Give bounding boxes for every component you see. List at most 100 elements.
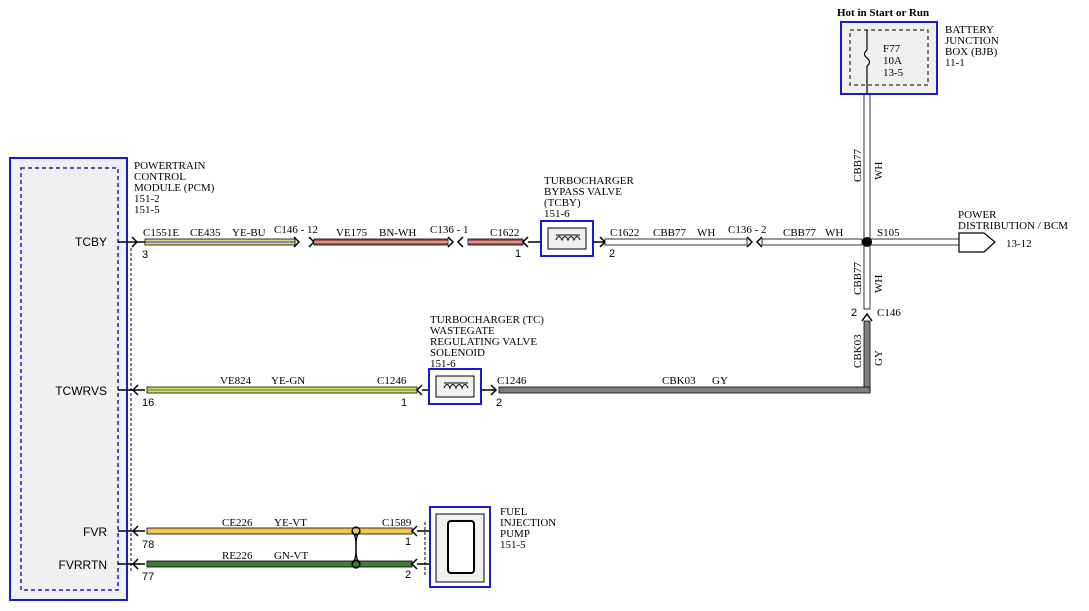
wire-cbk03-h-color: GY <box>712 375 728 387</box>
fuel-pump-name-1: FUEL <box>500 506 528 518</box>
power-dist-name-1: POWER <box>958 209 997 221</box>
tcby-name-3: (TCBY) <box>544 197 581 209</box>
tc-name-3: REGULATING VALVE <box>430 336 537 348</box>
pcm-name-2: CONTROL <box>134 171 186 183</box>
wire-ce435 <box>144 238 296 246</box>
pcm-pin-16: 16 <box>142 397 154 409</box>
connector-arrow-c146-12-a <box>293 236 301 248</box>
pcm-pin-3: 3 <box>142 249 148 261</box>
wire-ve824-circuit: VE824 <box>220 375 252 387</box>
tc-wastegate-solenoid <box>428 368 482 405</box>
wire-cbb77-down <box>863 243 871 310</box>
connector-c1246-left-pin: 1 <box>401 397 407 409</box>
pcm-module <box>9 157 132 601</box>
bjb-module <box>840 21 938 95</box>
pcm-ref-2: 151-5 <box>134 204 160 216</box>
connector-c1622-left-pin: 1 <box>515 248 521 260</box>
connector-c146-pin: 2 <box>851 307 857 319</box>
connector-arrow-c1551e <box>131 236 139 248</box>
fuel-pump-name-3: PUMP <box>500 528 530 540</box>
twisted-pair-symbol <box>351 526 361 569</box>
pcm-pin-77: 77 <box>142 571 154 583</box>
pcm-pin-tcby-label: TCBY <box>75 235 107 249</box>
tc-name-1: TURBOCHARGER (TC) <box>430 314 544 326</box>
pcm-name-1: POWERTRAIN <box>134 160 206 172</box>
wire-cbb77-a <box>604 238 748 246</box>
fuel-pump-name-2: INJECTION <box>500 517 556 529</box>
splice-s105-dot <box>862 237 872 247</box>
hot-in-start-or-run: Hot in Start or Run <box>837 7 929 19</box>
connector-c1246-left: C1246 <box>377 375 407 387</box>
connector-c1622-right-pin: 2 <box>609 248 615 260</box>
pcm-ref-1: 151-2 <box>134 193 160 205</box>
wire-ce226-color: YE-VT <box>274 517 307 529</box>
wire-ve175 <box>313 238 449 246</box>
tcby-name-2: BYPASS VALVE <box>544 186 622 198</box>
bjb-name-3: BOX (BJB) <box>945 46 998 58</box>
fuse-icon <box>863 49 871 67</box>
fuse-f77-rating: 10A <box>883 55 902 67</box>
connector-c1589-pin2: 2 <box>405 569 411 581</box>
tc-name-4: SOLENOID <box>430 347 485 359</box>
connector-c1551e: C1551E <box>143 227 179 239</box>
wire-cbb77-b <box>761 238 863 246</box>
wire-ve824 <box>146 386 418 394</box>
wire-re226-color: GN-VT <box>274 550 308 562</box>
wire-cbb77-b-circuit: CBB77 <box>783 227 817 239</box>
connector-c1622-left: C1622 <box>490 227 519 239</box>
connector-c1622-right: C1622 <box>610 227 639 239</box>
power-distribution-connector <box>958 232 996 253</box>
wire-cbb77-down-color: WH <box>873 275 885 293</box>
pcm-pin-78: 78 <box>142 539 154 551</box>
tc-name-2: WASTEGATE <box>430 325 495 337</box>
power-dist-name-2: DISTRIBUTION / BCM <box>958 220 1068 232</box>
wire-ce226-circuit: CE226 <box>222 517 253 529</box>
wire-c1622-stub <box>467 238 524 246</box>
bjb-name-2: JUNCTION <box>945 35 999 47</box>
wire-cbk03-v-circuit: CBK03 <box>852 334 864 368</box>
wire-ce435-color: YE-BU <box>232 227 266 239</box>
wire-re226-circuit: RE226 <box>222 550 253 562</box>
fuse-f77-ref: 13-5 <box>883 67 904 79</box>
wire-cbb77-down-circuit: CBB77 <box>852 261 864 295</box>
tcby-ref: 151-6 <box>544 208 570 220</box>
pcm-pin-tcwrvs-label: TCWRVS <box>55 384 107 398</box>
connector-arrow-c146-12-b <box>308 236 316 248</box>
wire-cbb77-up <box>863 89 871 241</box>
wire-cbb77-up-color: WH <box>873 162 885 180</box>
pcm-pin-fvrrtn-label: FVRRTN <box>59 558 107 572</box>
pcm-pin-fvr-label: FVR <box>83 525 107 539</box>
connector-c1246-right: C1246 <box>497 375 527 387</box>
tcby-name-1: TURBOCHARGER <box>544 175 635 187</box>
bjb-name-1: BATTERY <box>945 24 994 36</box>
fuse-f77: F77 <box>883 43 901 55</box>
wire-cbb77-a-circuit: CBB77 <box>653 227 687 239</box>
wire-cbk03-v <box>863 320 871 392</box>
wire-cbb77-up-circuit: CBB77 <box>852 148 864 182</box>
tc-ref: 151-6 <box>430 358 456 370</box>
bjb-ref: 11-1 <box>945 57 965 69</box>
wire-to-power-distribution <box>870 238 960 246</box>
splice-s105: S105 <box>877 227 900 239</box>
connector-c1246-right-pin: 2 <box>496 397 502 409</box>
fuel-injection-pump <box>429 506 491 588</box>
connector-c1589-pin1: 1 <box>405 536 411 548</box>
wire-cbb77-a-color: WH <box>697 227 715 239</box>
wire-cbk03-h-circuit: CBK03 <box>662 375 696 387</box>
pcm-name-3: MODULE (PCM) <box>134 182 215 194</box>
wire-cbk03-h <box>498 386 871 394</box>
connector-c136-1: C136 - 1 <box>430 224 469 236</box>
fuel-pump-ref: 151-5 <box>500 539 526 551</box>
connector-c136-2: C136 - 2 <box>728 224 767 236</box>
wire-ve175-circuit: VE175 <box>336 227 368 239</box>
wire-cbk03-v-color: GY <box>873 350 885 366</box>
wire-cbb77-b-color: WH <box>825 227 843 239</box>
tcby-valve <box>540 220 594 257</box>
connector-c146: C146 <box>877 307 901 319</box>
connector-c1589: C1589 <box>382 517 412 529</box>
wire-ce435-circuit: CE435 <box>190 227 221 239</box>
connector-c146-12: C146 - 12 <box>274 224 318 236</box>
power-dist-ref: 13-12 <box>1006 238 1032 250</box>
